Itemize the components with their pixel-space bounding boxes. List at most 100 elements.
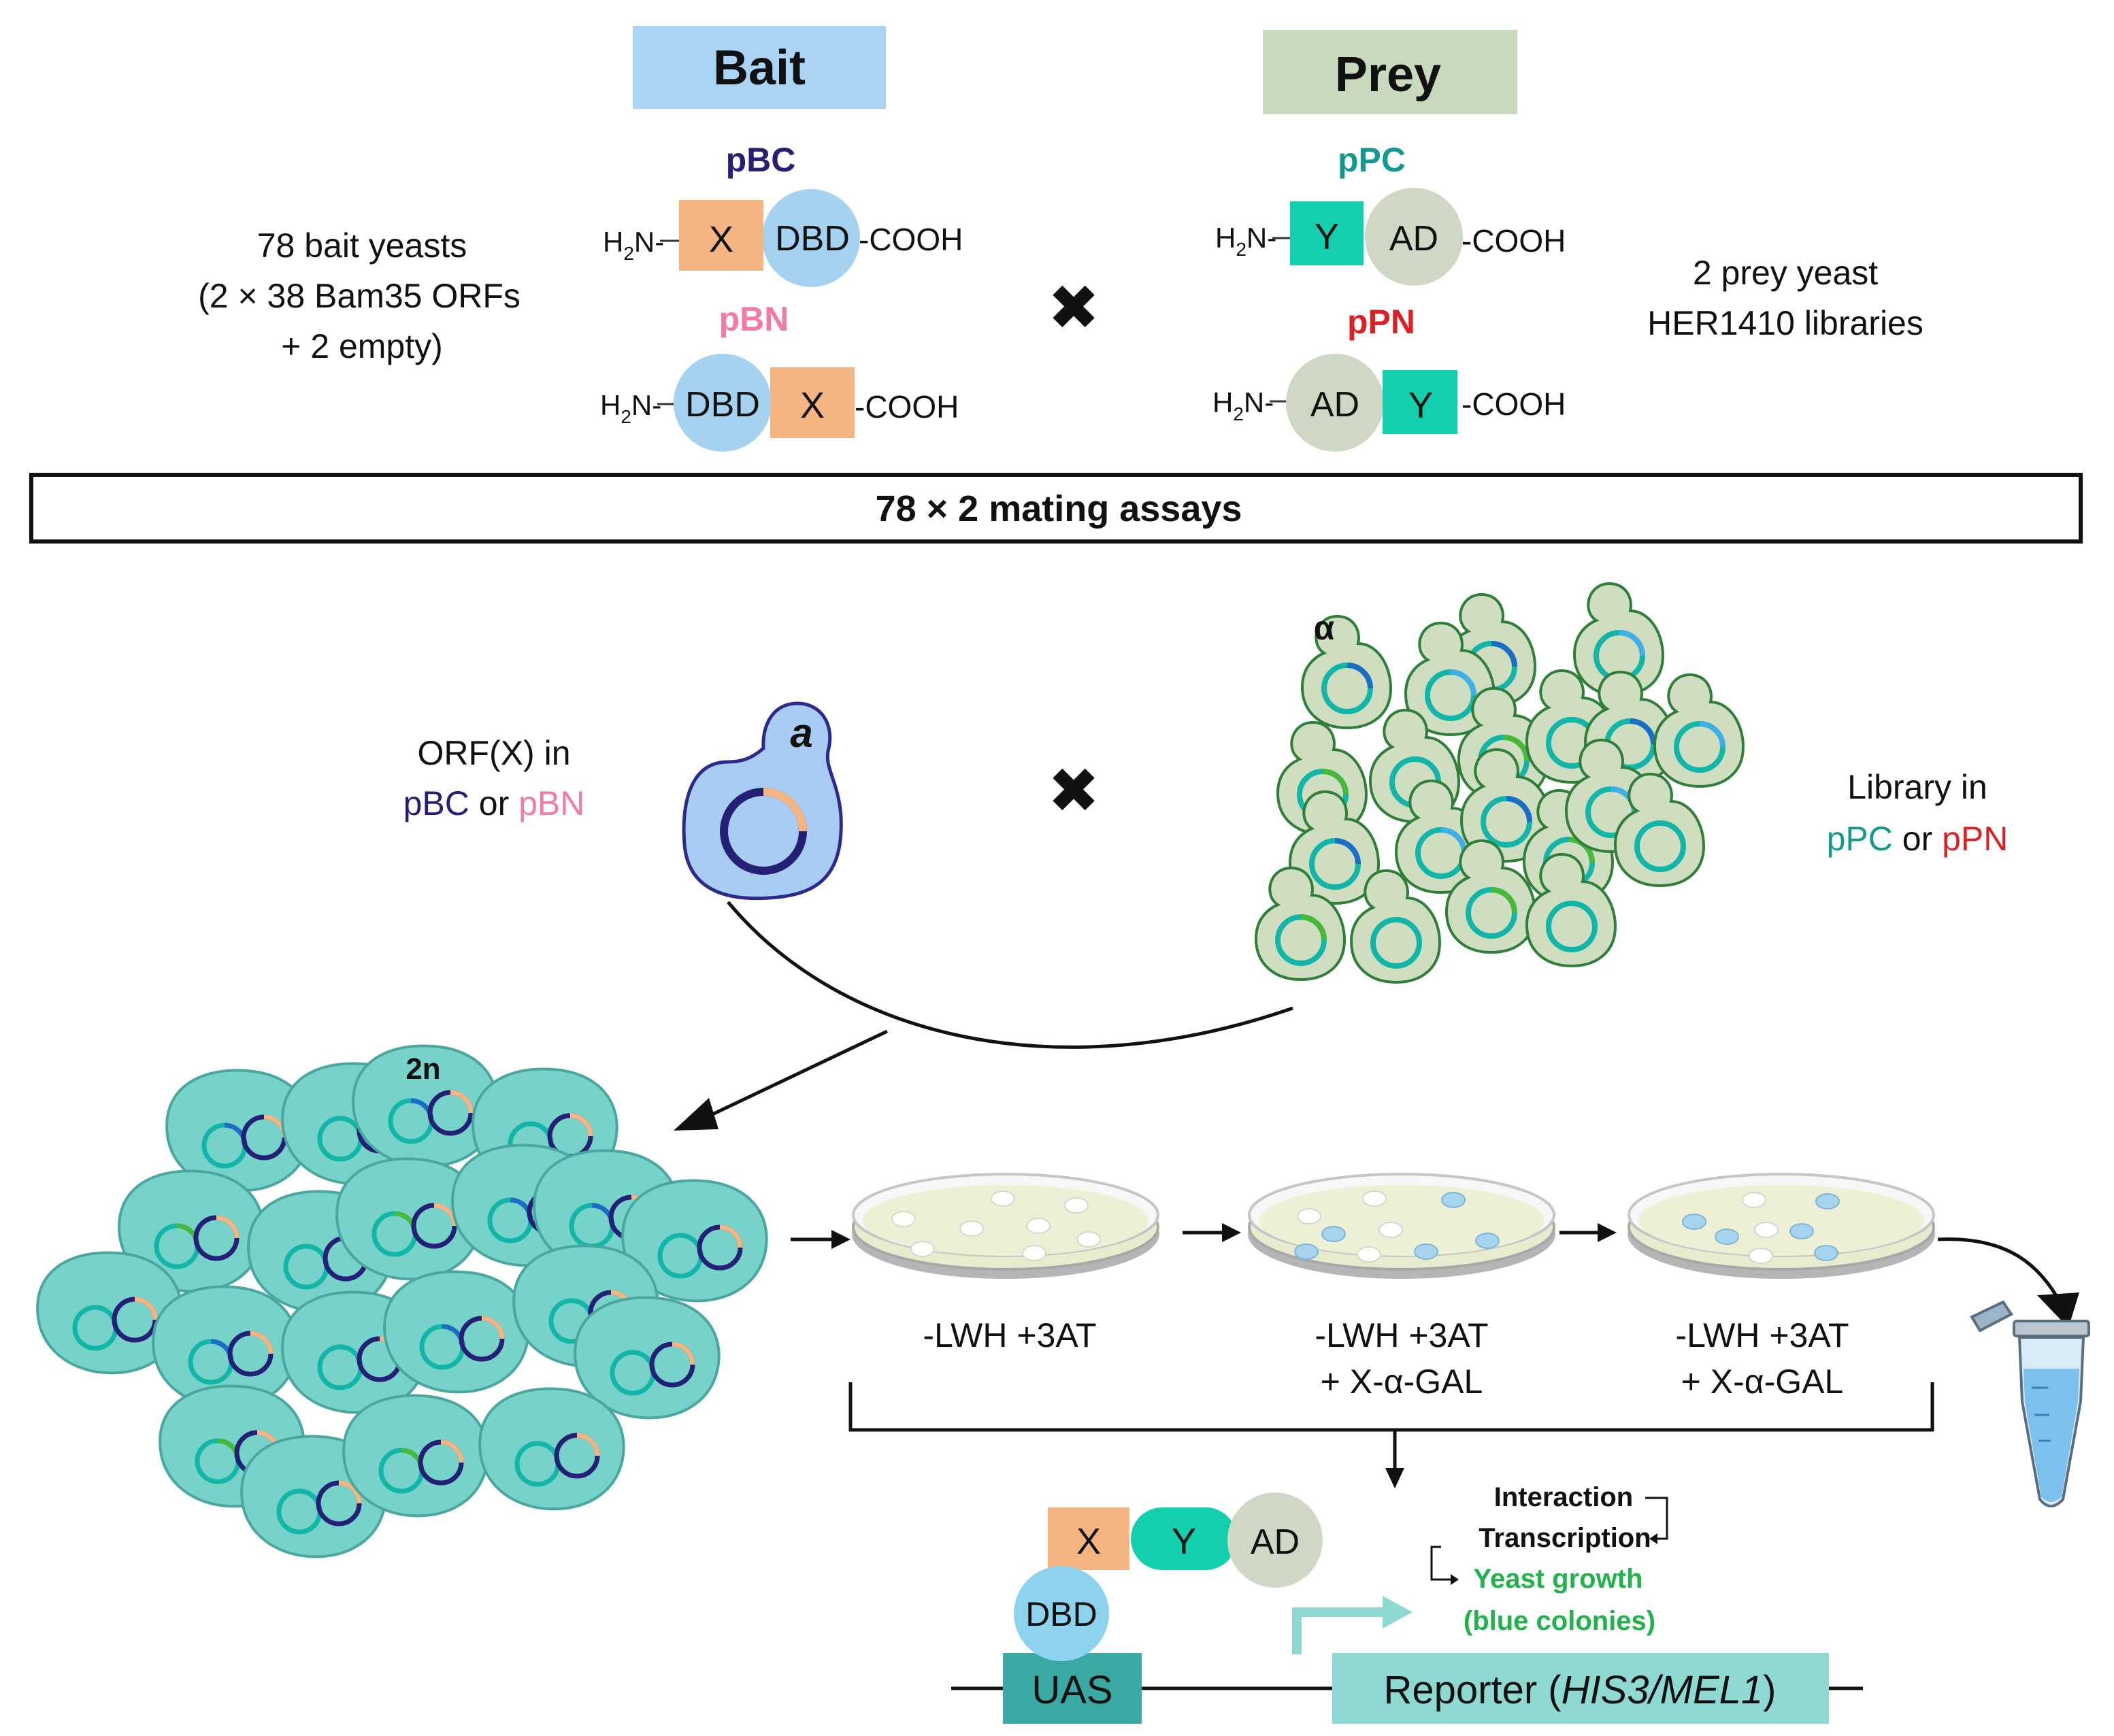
eppendorf-tube-icon xyxy=(1970,1300,2090,1507)
plate-3-label-line1: -LWH +3AT xyxy=(1675,1316,1849,1354)
transcription-to-growth-arrow xyxy=(1430,1546,1452,1581)
bait-section: Bait 78 bait yeasts (2 × 38 Bam35 ORFs +… xyxy=(198,26,963,452)
pbn-construct: H2N- DBD X -COOH xyxy=(600,354,959,452)
arrow-to-plate2-head xyxy=(1222,1223,1241,1242)
ppn-cterm: -COOH xyxy=(1461,386,1566,422)
prey-libraries-line2: HER1410 libraries xyxy=(1647,304,1923,342)
bait-yeast-label-line2: pBC or pBN xyxy=(403,784,585,822)
plate-3 xyxy=(1626,1173,1936,1280)
plate-3-label-line2: + X-α-GAL xyxy=(1681,1363,1844,1401)
arrow-to-plate3-head xyxy=(1598,1223,1617,1242)
pbc-x-domain xyxy=(679,200,763,271)
interaction-to-transcription-arrow xyxy=(1645,1497,1668,1540)
ppc-y-domain xyxy=(1290,201,1364,265)
bait-yeasts-line2: (2 × 38 Bam35 ORFs xyxy=(198,277,521,315)
ppc-ad-text: AD xyxy=(1389,219,1438,258)
pbc-cterm: -COOH xyxy=(859,222,963,257)
mech-x-domain xyxy=(1048,1507,1129,1570)
uas-box xyxy=(1003,1653,1142,1724)
mech-dbd-text: DBD xyxy=(1025,1595,1097,1633)
ppc-y-text: Y xyxy=(1315,216,1339,257)
mating-banner-box xyxy=(29,473,2083,544)
bait-yeast-label-line1: ORF(X) in xyxy=(418,734,571,772)
ppn-y-text: Y xyxy=(1408,385,1433,426)
ppn-ad-domain xyxy=(1286,354,1384,452)
reporter-text: Reporter (HIS3/MEL1) xyxy=(1384,1668,1777,1712)
plate-1 xyxy=(850,1173,1161,1280)
transcription-start-arrow xyxy=(1292,1607,1385,1654)
transcription-start-arrowhead xyxy=(1383,1596,1413,1629)
mech-ad-text: AD xyxy=(1251,1522,1300,1562)
bait-header-box xyxy=(633,26,886,109)
prey-header: Prey xyxy=(1335,48,1441,102)
mating-banner: 78 × 2 mating assays xyxy=(876,488,1242,529)
bait-header: Bait xyxy=(713,41,806,95)
cross-symbol-top: ✖ xyxy=(1047,273,1100,343)
bait-mating-type: a xyxy=(790,710,812,756)
ppn-label: pPN xyxy=(1347,303,1415,341)
pbn-dbd-text: DBD xyxy=(685,385,760,424)
prey-yeast-label-line2: pPC or pPN xyxy=(1827,820,2009,858)
pbn-x-text: X xyxy=(800,385,825,426)
svg-text:H2N-: H2N- xyxy=(600,389,661,427)
mech-x-text: X xyxy=(1076,1521,1101,1562)
reporter-box xyxy=(1332,1653,1829,1724)
arrow-to-plate1-head xyxy=(831,1230,850,1249)
diploid-cluster: 2n xyxy=(36,1044,768,1558)
diploid-label: 2n xyxy=(406,1052,440,1086)
growth-arrowhead xyxy=(1451,1574,1459,1585)
plates-bracket xyxy=(848,1382,1934,1432)
arrow-to-tube xyxy=(1937,1237,2060,1299)
svg-text:H2N-: H2N- xyxy=(1212,386,1274,424)
plate-2-label-line2: + X-α-GAL xyxy=(1321,1363,1483,1401)
bracket-down-head xyxy=(1385,1468,1404,1488)
mating-arc xyxy=(727,901,1293,1049)
prey-section: Prey pPC H2N- Y AD -COOH pPN H2N- AD Y -… xyxy=(1212,30,1923,452)
svg-text:H2N-: H2N- xyxy=(603,226,664,264)
bait-yeast-cell: a xyxy=(682,701,843,901)
bait-yeasts-line3: + 2 empty) xyxy=(281,327,443,365)
plate-2 xyxy=(1246,1173,1557,1280)
mech-y-text: Y xyxy=(1172,1521,1196,1562)
transcription-text: Transcription xyxy=(1479,1523,1651,1553)
pbc-dbd-text: DBD xyxy=(775,219,850,258)
plate-1-label-line1: -LWH +3AT xyxy=(923,1316,1096,1354)
mating-arrow-line xyxy=(694,1029,889,1124)
growth-text-line1: Yeast growth xyxy=(1474,1564,1643,1594)
pbn-dbd-domain xyxy=(674,354,772,452)
ppc-construct: H2N- Y AD -COOH xyxy=(1215,188,1566,286)
uas-text: UAS xyxy=(1031,1668,1112,1712)
prey-header-box xyxy=(1263,30,1517,114)
mating-arrowhead xyxy=(674,1098,719,1131)
pbc-x-text: X xyxy=(709,219,733,260)
arrow-to-tube-head xyxy=(2037,1292,2079,1328)
ppc-cterm: -COOH xyxy=(1461,223,1566,258)
growth-text-line2: (blue colonies) xyxy=(1464,1606,1655,1636)
prey-mating-type: α xyxy=(1314,609,1335,647)
mech-dbd-domain xyxy=(1014,1566,1109,1661)
pbn-x-domain xyxy=(770,367,855,438)
interaction-arrowhead xyxy=(1649,1533,1657,1544)
pbn-cterm: -COOH xyxy=(855,389,959,424)
mechanism: UAS Reporter (HIS3/MEL1) X Y AD DBD Inte… xyxy=(951,1482,1863,1724)
prey-yeast-label-line1: Library in xyxy=(1847,768,1987,806)
ppn-ad-text: AD xyxy=(1310,385,1359,424)
ppc-ad-domain xyxy=(1365,188,1463,286)
ppn-y-domain xyxy=(1383,370,1457,434)
plate-2-label-line1: -LWH +3AT xyxy=(1315,1316,1488,1354)
interaction-text: Interaction xyxy=(1494,1482,1633,1512)
ppc-label: pPC xyxy=(1338,141,1406,179)
cross-symbol-middle: ✖ xyxy=(1047,756,1100,826)
pbc-construct: H2N- X DBD -COOH xyxy=(603,189,963,287)
mech-ad-domain xyxy=(1227,1492,1323,1588)
prey-libraries-line1: 2 prey yeast xyxy=(1693,254,1878,292)
pbc-label: pBC xyxy=(726,141,796,179)
bait-yeasts-line1: 78 bait yeasts xyxy=(257,227,467,265)
pbn-label: pBN xyxy=(719,300,789,338)
mech-y-domain xyxy=(1131,1507,1237,1570)
svg-text:H2N-: H2N- xyxy=(1215,222,1276,260)
prey-yeast-cluster: α xyxy=(1255,582,1745,984)
ppn-construct: H2N- AD Y -COOH xyxy=(1212,354,1566,452)
pbc-dbd-domain xyxy=(762,189,860,287)
